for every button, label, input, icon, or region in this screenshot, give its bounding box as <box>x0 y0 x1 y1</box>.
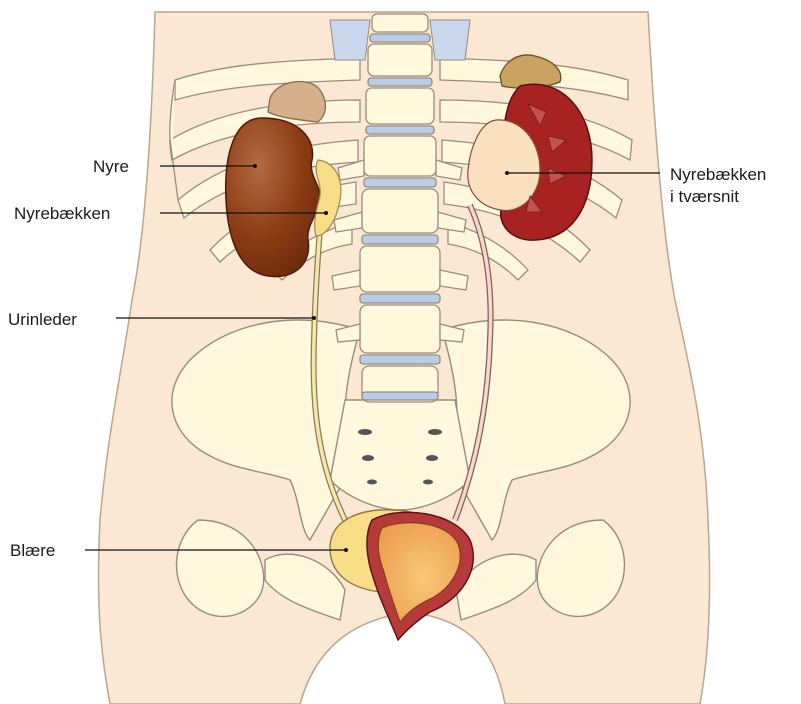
label-renal-pelvis-cross-section-line1: Nyrebækken <box>670 164 766 186</box>
label-bladder: Blære <box>10 540 55 562</box>
label-ureter: Urinleder <box>8 309 77 331</box>
kidney-left <box>226 118 320 277</box>
label-renal-pelvis-cross-section: Nyrebækken i tværsnit <box>670 164 766 208</box>
label-renal-pelvis: Nyrebækken <box>14 203 110 225</box>
label-renal-pelvis-cross-section-line2: i tværsnit <box>670 186 766 208</box>
label-kidney: Nyre <box>93 156 129 178</box>
